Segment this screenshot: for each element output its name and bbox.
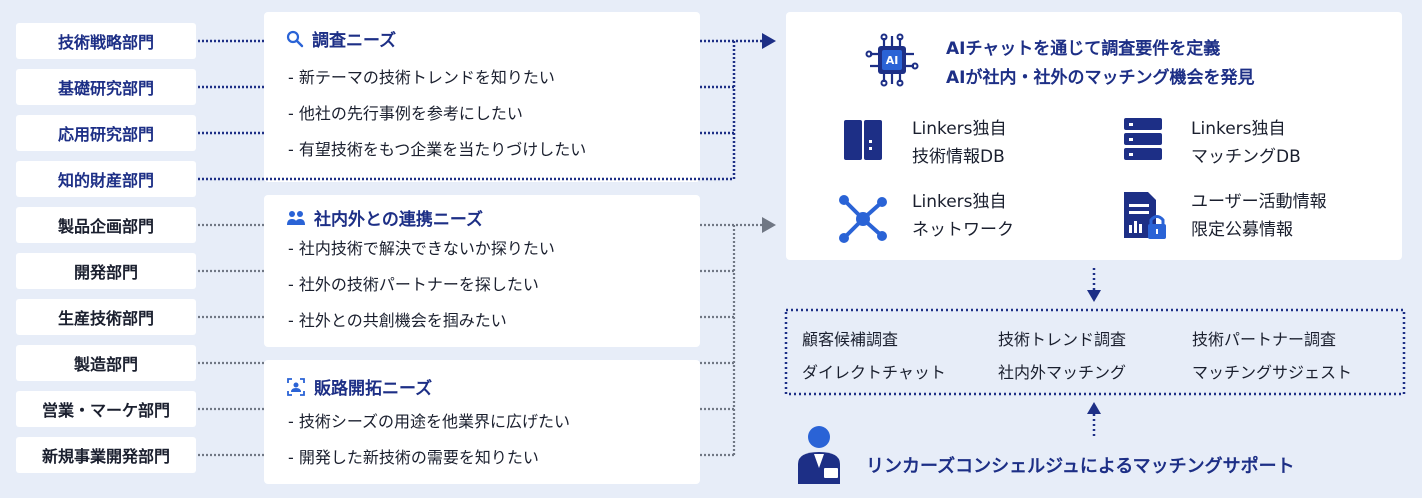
dept-seisan-gijutsu: 生産技術部門 xyxy=(16,299,196,335)
document-lock-icon xyxy=(1124,192,1166,239)
needs-item: - 社外との共創機会を掴みたい xyxy=(288,311,507,330)
service-trend-research: 技術トレンド調査 xyxy=(998,330,1127,349)
arrow-down-icon xyxy=(1087,290,1101,302)
service-direct-chat: ダイレクトチャット xyxy=(802,363,946,382)
ai-chip-icon: AI xyxy=(865,33,919,87)
needs-item: - 有望技術をもつ企業を当たりづけしたい xyxy=(288,140,587,159)
dept-seihin-kikaku: 製品企画部門 xyxy=(16,207,196,243)
people-icon xyxy=(287,210,305,225)
service-matching: 社内外マッチング xyxy=(998,363,1127,382)
needs-item: - 社内技術で解決できないか探りたい xyxy=(288,239,555,258)
ai-description-line2: AIが社内・社外のマッチング機会を発見 xyxy=(946,68,1255,88)
concierge-label: リンカーズコンシェルジュによるマッチングサポート xyxy=(866,456,1295,477)
needs-box-sales: 販路開拓ニーズ - 技術シーズの用途を他業界に広げたい - 開発した新技術の需要… xyxy=(264,360,700,484)
dept-oyo-kenkyu: 応用研究部門 xyxy=(16,115,196,151)
db-network-line1: Linkers独自 xyxy=(912,192,1007,212)
svg-text:AI: AI xyxy=(886,54,899,67)
dept-gijutsu-senryaku: 技術戦略部門 xyxy=(16,23,196,59)
ai-description-line1: AIチャットを通じて調査要件を定義 xyxy=(946,39,1221,59)
needs-item: - 社外の技術パートナーを探したい xyxy=(288,275,539,294)
db-matching-line1: Linkers独自 xyxy=(1191,119,1286,139)
concierge-person-icon xyxy=(798,426,840,484)
db-network-line2: ネットワーク xyxy=(912,220,1014,240)
search-icon xyxy=(286,30,304,47)
needs-title-research: 調査ニーズ xyxy=(286,26,396,51)
needs-item: - 技術シーズの用途を他業界に広げたい xyxy=(288,412,571,431)
needs-title-collaboration: 社内外との連携ニーズ xyxy=(286,205,483,230)
platform-box: AI AIチャットを通じて調査要件を定義 AIが社内・社外のマッチング機会を発見… xyxy=(786,12,1402,260)
needs-item: - 開発した新技術の需要を知りたい xyxy=(288,448,539,467)
service-matching-suggest: マッチングサジェスト xyxy=(1192,363,1353,382)
service-partner-research: 技術パートナー調査 xyxy=(1192,330,1337,349)
target-icon xyxy=(287,377,305,396)
arrow-up-icon xyxy=(1087,402,1101,414)
needs-item: - 新テーマの技術トレンドを知りたい xyxy=(288,68,555,87)
dept-shinki-jigyo: 新規事業開発部門 xyxy=(16,437,196,473)
needs-item: - 他社の先行事例を参考にしたい xyxy=(288,104,523,123)
dept-kaihatsu: 開発部門 xyxy=(16,253,196,289)
db-tech-info-line2: 技術情報DB xyxy=(912,147,1005,167)
network-icon xyxy=(839,195,887,243)
book-icon xyxy=(844,120,882,160)
needs-box-research: 調査ニーズ - 新テーマの技術トレンドを知りたい - 他社の先行事例を参考にした… xyxy=(264,12,700,182)
dept-seizo: 製造部門 xyxy=(16,345,196,381)
arrow-head-icon xyxy=(762,217,776,233)
needs-box-collaboration: 社内外との連携ニーズ - 社内技術で解決できないか探りたい - 社外の技術パート… xyxy=(264,195,700,347)
needs-title-sales: 販路開拓ニーズ xyxy=(286,374,432,399)
db-matching-line2: マッチングDB xyxy=(1191,147,1301,167)
db-user-activity-line1: ユーザー活動情報 xyxy=(1191,192,1327,212)
services-dashed-frame xyxy=(784,308,1406,396)
db-user-activity-line2: 限定公募情報 xyxy=(1191,220,1293,240)
arrow-head-icon xyxy=(762,33,776,49)
service-customer-research: 顧客候補調査 xyxy=(802,330,899,349)
dept-chiteki-zaisan: 知的財産部門 xyxy=(16,161,196,197)
dept-eigyo-marketing: 営業・マーケ部門 xyxy=(16,391,196,427)
dept-kiso-kenkyu: 基礎研究部門 xyxy=(16,69,196,105)
db-tech-info-line1: Linkers独自 xyxy=(912,119,1007,139)
server-icon xyxy=(1124,118,1162,160)
